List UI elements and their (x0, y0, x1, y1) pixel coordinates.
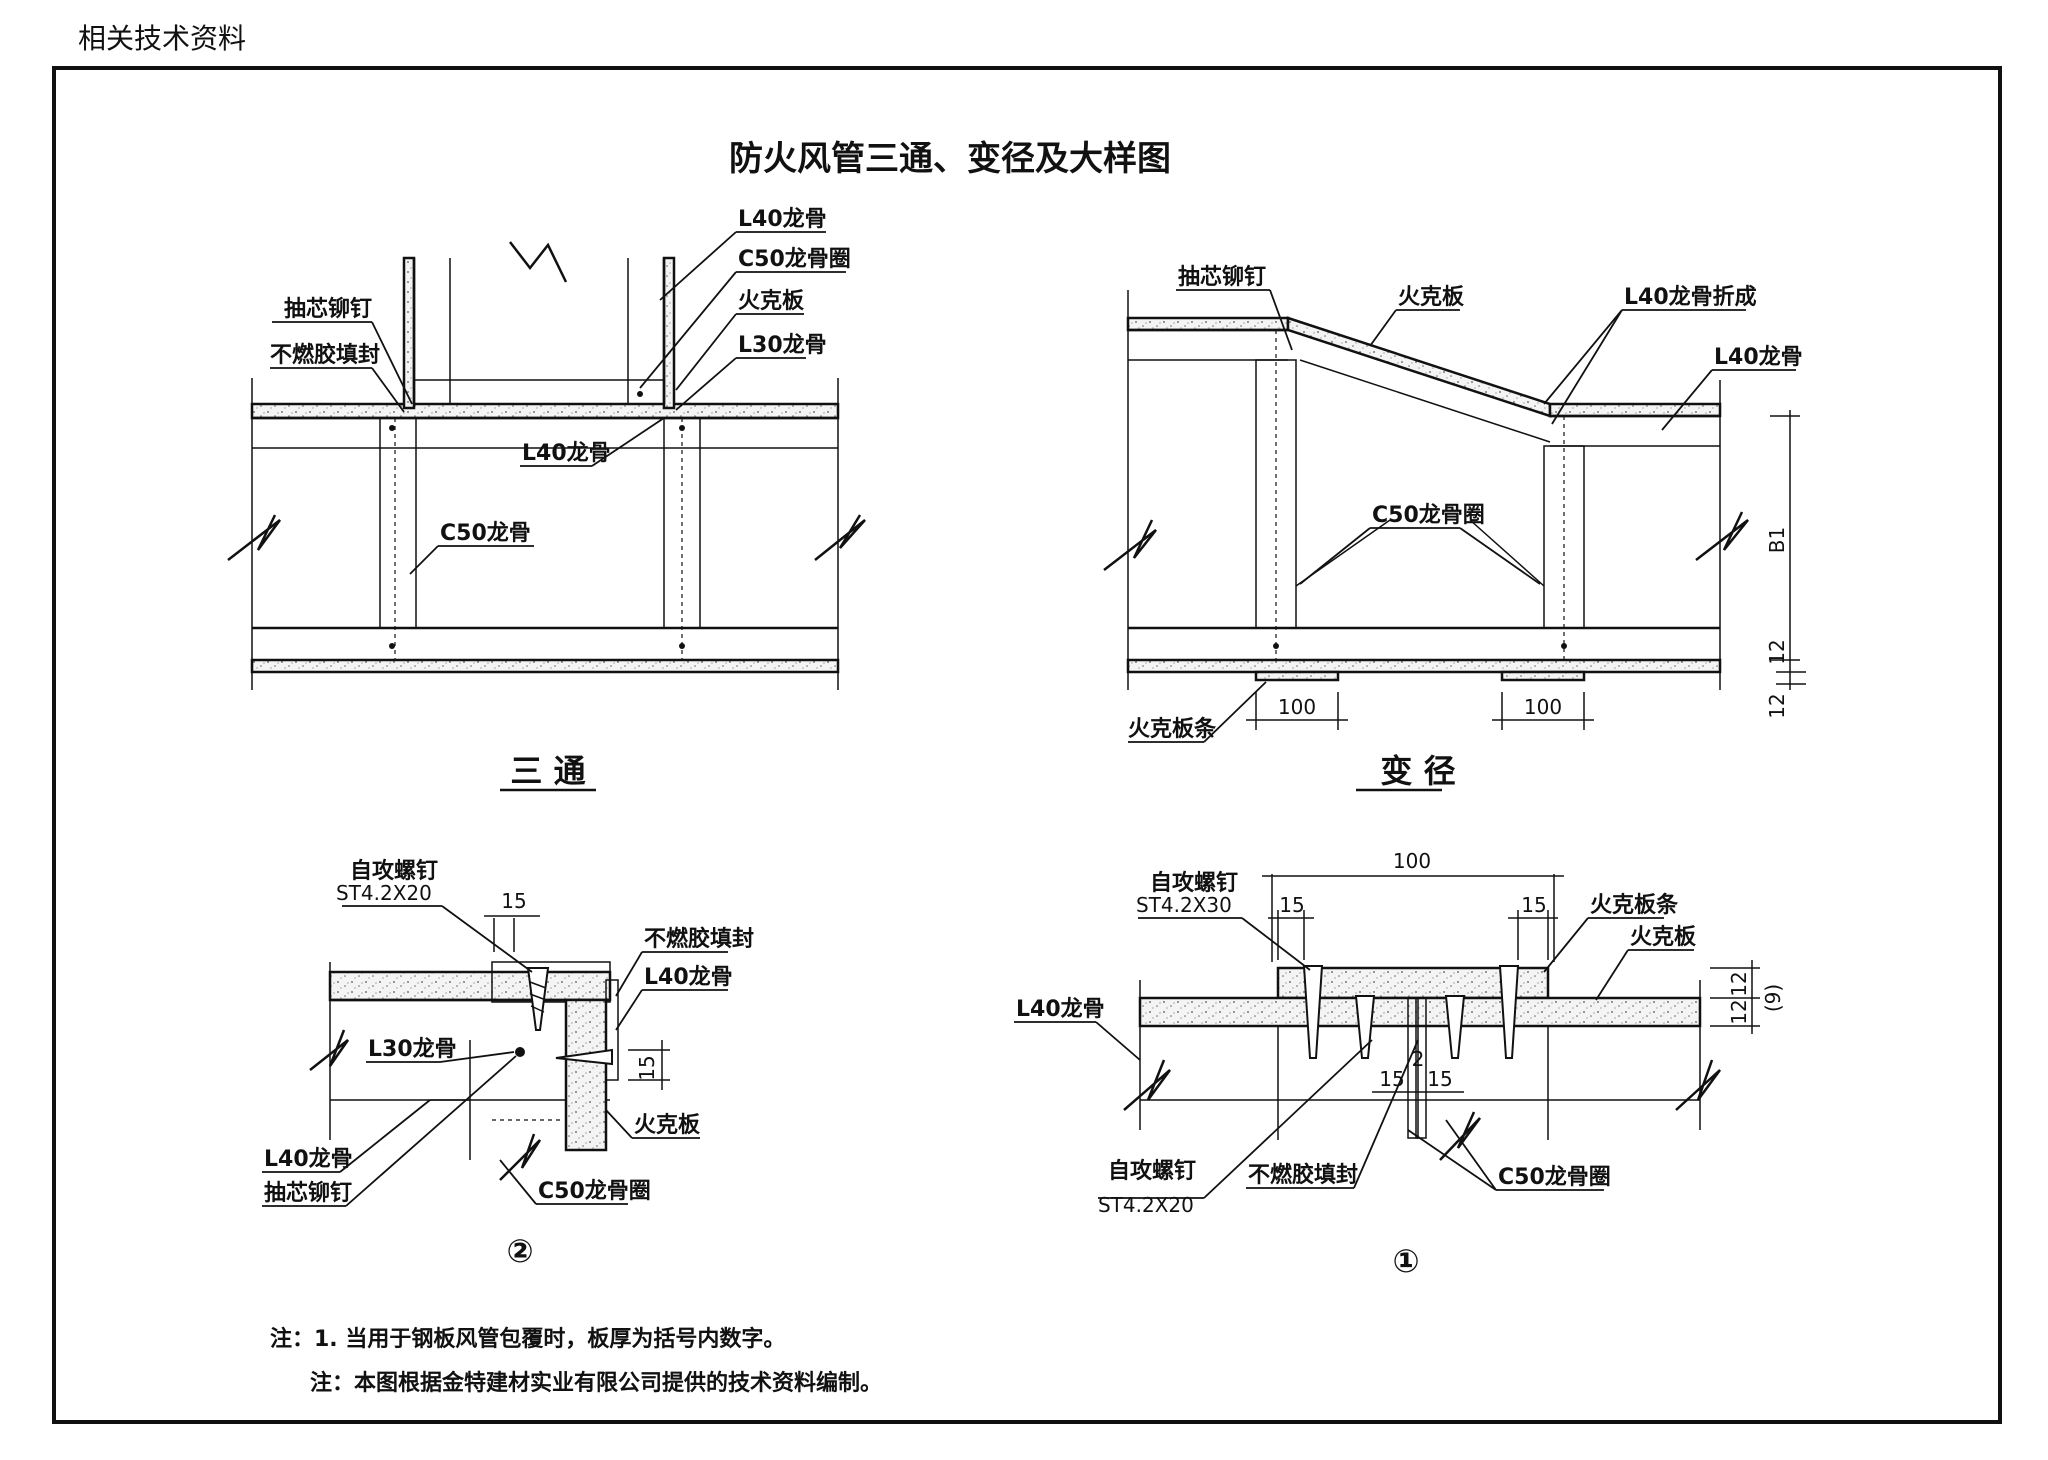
reducer-dim-t2: 12 (1765, 693, 1789, 718)
reducer-label-l40: L40龙骨 (1714, 345, 1803, 370)
detail2-number: ② (506, 1232, 533, 1270)
detail1-dim-width: 100 (1393, 849, 1431, 873)
reducer-dim-t1: 12 (1765, 639, 1789, 664)
tee-label-c50-ring: C50龙骨圈 (738, 247, 851, 272)
reducer-label-c50-ring: C50龙骨圈 (1372, 503, 1485, 528)
tee-label-c50: C50龙骨 (440, 521, 531, 546)
reducer-label-rivet: 抽芯铆钉 (1178, 264, 1266, 290)
reducer-dim-b1: B1 (1765, 527, 1789, 553)
tee-caption: 三 通 (510, 752, 585, 790)
detail1-label-fire-board: 火克板 (1630, 924, 1697, 950)
detail2-label-l40-a: L40龙骨 (644, 965, 733, 990)
detail2-label-l40-b: L40龙骨 (264, 1147, 353, 1172)
detail1-dim-t1: 12 (1727, 971, 1751, 996)
tee-label-sealant: 不燃胶填封 (270, 342, 380, 368)
detail1-dim-gap: 2 (1412, 1047, 1425, 1071)
reducer-dim-strip-left: 100 (1278, 695, 1316, 719)
reducer-dim-strip-right: 100 (1524, 695, 1562, 719)
detail1-label-board-strip: 火克板条 (1590, 892, 1679, 918)
sheet-frame (52, 66, 2002, 1424)
detail1-number: ① (1392, 1242, 1419, 1280)
detail2-label-sealant: 不燃胶填封 (644, 926, 754, 952)
note-1: 注：1. 当用于钢板风管包覆时，板厚为括号内数字。 (270, 1326, 785, 1352)
detail1-label-c50-ring: C50龙骨圈 (1498, 1165, 1611, 1190)
detail1-label-l40: L40龙骨 (1016, 997, 1105, 1022)
detail2-label-screw-spec: ST4.2X20 (336, 881, 432, 905)
detail1-dim-bracket: (9) (1761, 984, 1785, 1012)
detail2-label-l30: L30龙骨 (368, 1037, 457, 1062)
reducer-view: B1 12 12 100 100 抽芯铆钉 火克板 L40龙骨折成 L40龙骨 … (1103, 264, 1806, 792)
reducer-caption: 变 径 (1380, 752, 1455, 790)
detail1-dim-left: 15 (1279, 893, 1304, 917)
detail2-dim-top: 15 (501, 889, 526, 913)
tee-label-rivet: 抽芯铆钉 (284, 296, 372, 322)
note-2: 注：本图根据金特建材实业有限公司提供的技术资料编制。 (310, 1370, 882, 1396)
detail-1: 100 15 15 2 15 15 12 12 (9) (1014, 849, 1785, 1280)
tee-label-l40-mid: L40龙骨 (522, 441, 611, 466)
detail2-label-rivet: 抽芯铆钉 (264, 1180, 352, 1206)
detail2-label-c50-ring: C50龙骨圈 (538, 1179, 651, 1204)
tee-label-l40-top: L40龙骨 (738, 207, 827, 232)
section-header: 相关技术资料 (78, 22, 246, 55)
detail2-dim-side: 15 (635, 1055, 659, 1080)
detail1-label-screw-top-spec: ST4.2X30 (1136, 893, 1232, 917)
tee-label-fire-board: 火克板 (738, 288, 805, 314)
reducer-label-board-strip: 火克板条 (1128, 716, 1217, 742)
detail1-dim-mid-right: 15 (1427, 1067, 1452, 1091)
detail2-label-screw: 自攻螺钉 (350, 858, 438, 884)
detail1-label-screw-bottom: 自攻螺钉 (1108, 1158, 1196, 1184)
drawing-title: 防火风管三通、变径及大样图 (729, 139, 1171, 179)
reducer-label-fire-board: 火克板 (1398, 284, 1465, 310)
tee-label-l30: L30龙骨 (738, 333, 827, 358)
detail2-label-fire-board: 火克板 (634, 1112, 701, 1138)
detail1-dim-t2: 12 (1727, 999, 1751, 1024)
detail1-label-screw-bottom-spec: ST4.2X20 (1098, 1193, 1194, 1217)
detail1-label-sealant: 不燃胶填封 (1248, 1162, 1358, 1188)
detail1-label-screw-top: 自攻螺钉 (1150, 870, 1238, 896)
reducer-label-l40-fold: L40龙骨折成 (1624, 285, 1757, 310)
detail1-dim-right: 15 (1521, 893, 1546, 917)
detail-2: 15 15 自攻螺钉 ST4.2X20 不燃胶填封 L40龙骨 L30龙骨 火克… (262, 858, 754, 1270)
tee-view: L40龙骨 C50龙骨圈 火克板 L30龙骨 L40龙骨 抽芯铆钉 不燃胶填封 … (227, 207, 866, 792)
